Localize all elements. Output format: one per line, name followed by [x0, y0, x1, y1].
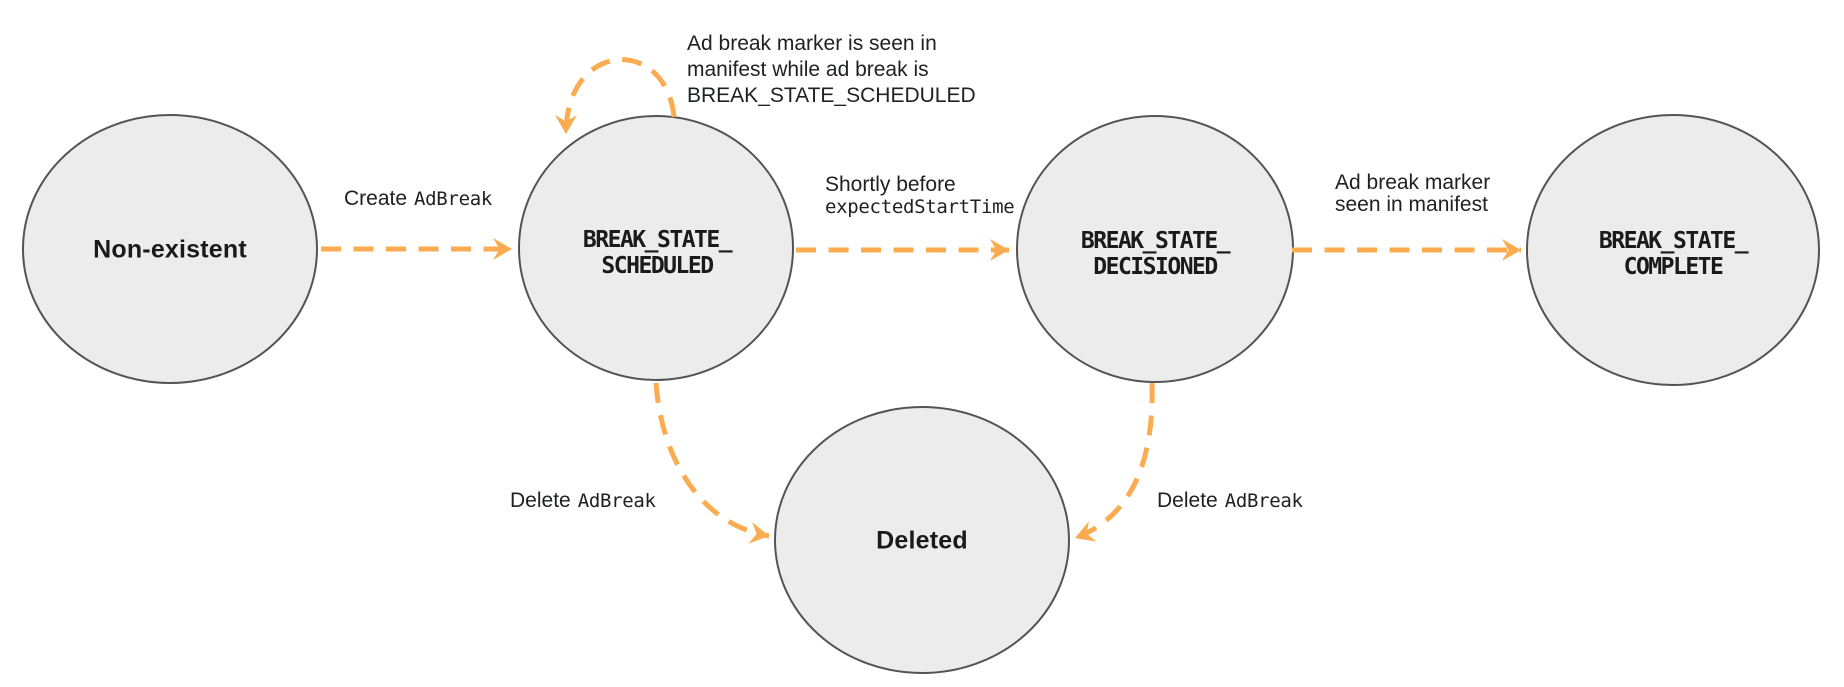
- edge-label-line: manifest while ad break is: [687, 58, 929, 81]
- state-label-line: DECISIONED: [1093, 254, 1218, 280]
- edge-label-shortly-before: Shortly before expectedStartTime: [825, 173, 1015, 219]
- edge-label-code: BREAK_STATE_SCHEDULED: [687, 84, 976, 107]
- state-label-line: COMPLETE: [1623, 254, 1724, 280]
- state-label-line: SCHEDULED: [601, 253, 714, 279]
- edge-label-create-adbreak: Create AdBreak: [344, 186, 492, 212]
- edge-label-line: Ad break marker: [1335, 171, 1491, 194]
- edge-label-text: Create: [344, 187, 408, 210]
- edge-label-text: Delete: [510, 489, 571, 512]
- edge-label-text: Shortly before: [825, 173, 956, 196]
- state-label-line: BREAK_STATE_: [1080, 228, 1231, 254]
- transition-decisioned-to-deleted-arrow: [1074, 382, 1155, 542]
- edge-label-code: AdBreak: [577, 490, 656, 512]
- state-label-break-state-complete: BREAK_STATE_ COMPLETE: [1598, 228, 1749, 280]
- state-circle-break-state-scheduled: [518, 115, 794, 381]
- transition-scheduled-to-deleted-arrow: [653, 382, 770, 544]
- edge-label-self-loop: Ad break marker is seen in manifest whil…: [687, 31, 976, 109]
- state-label-break-state-scheduled: BREAK_STATE_ SCHEDULED: [582, 227, 733, 279]
- edge-label-code: expectedStartTime: [825, 196, 1015, 218]
- state-circle-break-state-complete: [1526, 114, 1820, 386]
- state-label-non-existent: Non-existent: [93, 235, 247, 264]
- state-label-break-state-decisioned: BREAK_STATE_ DECISIONED: [1080, 228, 1231, 280]
- state-circle-deleted: [774, 406, 1070, 674]
- edge-label-code: AdBreak: [414, 188, 493, 210]
- edge-label-code: AdBreak: [1224, 490, 1303, 512]
- edge-label-delete-adbreak-right: Delete AdBreak: [1157, 488, 1303, 514]
- edge-label-line: Ad break marker is seen in: [687, 32, 937, 55]
- state-label-deleted: Deleted: [876, 526, 968, 555]
- edge-label-text: Delete: [1157, 489, 1218, 512]
- state-label-line: BREAK_STATE_: [1598, 228, 1749, 254]
- edge-label-marker-seen: Ad break marker seen in manifest: [1335, 172, 1490, 216]
- edge-label-line: seen in manifest: [1335, 193, 1488, 216]
- state-circle-non-existent: [22, 114, 318, 384]
- state-label-line: BREAK_STATE_: [582, 227, 733, 253]
- edge-label-delete-adbreak-left: Delete AdBreak: [510, 488, 656, 514]
